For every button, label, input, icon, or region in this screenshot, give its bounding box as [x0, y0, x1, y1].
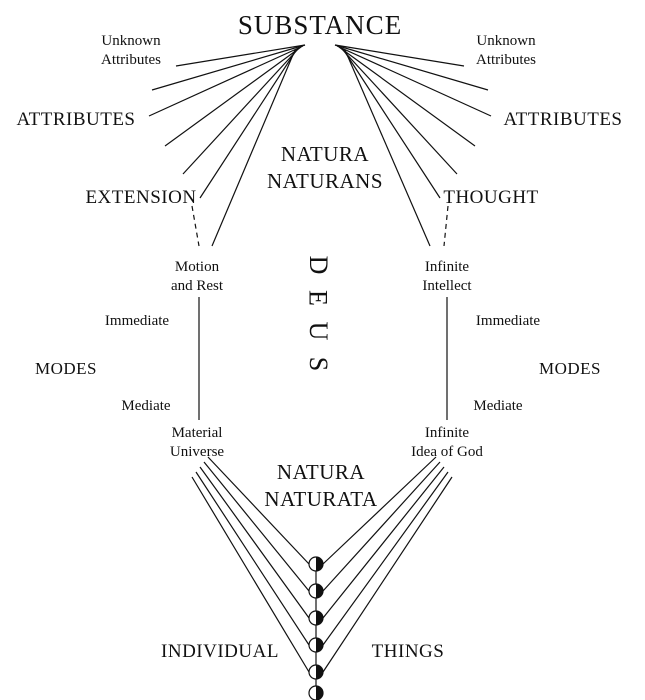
deus-label: D E U S: [304, 252, 333, 377]
substance-fan-left: [148, 44, 306, 247]
infinite-intellect-line1: Infinite: [424, 259, 470, 275]
infinite-idea-of-god-label: Infinite Idea of God: [411, 424, 483, 462]
unknown-attributes-right: Unknown Attributes: [476, 32, 536, 70]
natura-naturans-label: NATURA NATURANS: [267, 141, 383, 195]
material-universe-label: Material Universe: [170, 424, 224, 462]
individual-thing-circle: [308, 664, 324, 680]
deus-letter-u: U: [304, 321, 333, 341]
unknown-attributes-left: Unknown Attributes: [101, 32, 161, 70]
infinite-intellect-line2: Intellect: [422, 278, 472, 295]
thought-label: THOUGHT: [443, 187, 539, 208]
extension-label: EXTENSION: [85, 187, 197, 208]
individual-thing-circle: [308, 637, 324, 653]
natura-naturata-label: NATURA NATURATA: [264, 459, 377, 513]
natura-naturans-line2: NATURANS: [266, 168, 384, 193]
motion-and-rest-line1: Motion: [174, 259, 220, 275]
attributes-label-right: ATTRIBUTES: [503, 109, 623, 130]
deus-letter-d: D: [304, 255, 333, 275]
infinite-idea-of-god-line2: Idea of God: [411, 444, 483, 461]
infinite-idea-of-god-line1: Infinite: [424, 425, 470, 441]
material-universe-line2: Universe: [169, 444, 225, 461]
mediate-label-right: Mediate: [473, 398, 523, 414]
dashed-connectors: [191, 205, 449, 247]
unknown-attributes-left-line2: Attributes: [101, 52, 161, 69]
individual-thing-circle: [308, 610, 324, 626]
natura-naturata-line2: NATURATA: [264, 486, 378, 511]
unknown-attributes-right-line1: Unknown: [476, 33, 536, 49]
individual-label: INDIVIDUAL: [161, 641, 279, 662]
motion-and-rest-line2: and Rest: [170, 278, 224, 295]
individual-thing-circle: [308, 583, 324, 599]
individual-thing-circle: [308, 556, 324, 572]
naturata-fan-right: [322, 456, 453, 673]
immediate-label-left: Immediate: [104, 313, 170, 329]
natura-naturans-line1: NATURA: [280, 142, 370, 166]
substance-fan-right: [334, 44, 492, 247]
infinite-intellect-label: Infinite Intellect: [422, 258, 471, 296]
substance-title: SUBSTANCE: [237, 10, 403, 40]
immediate-label-right: Immediate: [475, 313, 541, 329]
deus-letter-e: E: [303, 290, 333, 306]
motion-and-rest-label: Motion and Rest: [171, 258, 223, 296]
material-universe-line1: Material: [171, 425, 223, 441]
naturata-fan-left: [191, 456, 310, 673]
unknown-attributes-right-line2: Attributes: [476, 52, 536, 69]
mode-lines: [198, 297, 448, 420]
modes-label-right: MODES: [538, 359, 602, 378]
individual-things-chain: [308, 556, 324, 700]
modes-label-left: MODES: [34, 359, 98, 378]
attributes-label-left: ATTRIBUTES: [16, 109, 136, 130]
natura-naturata-line1: NATURA: [276, 460, 366, 484]
things-label: THINGS: [371, 641, 445, 662]
unknown-attributes-left-line1: Unknown: [101, 33, 161, 49]
mediate-label-left: Mediate: [121, 398, 171, 414]
individual-thing-circle: [308, 685, 324, 700]
deus-letter-s: S: [304, 356, 333, 372]
